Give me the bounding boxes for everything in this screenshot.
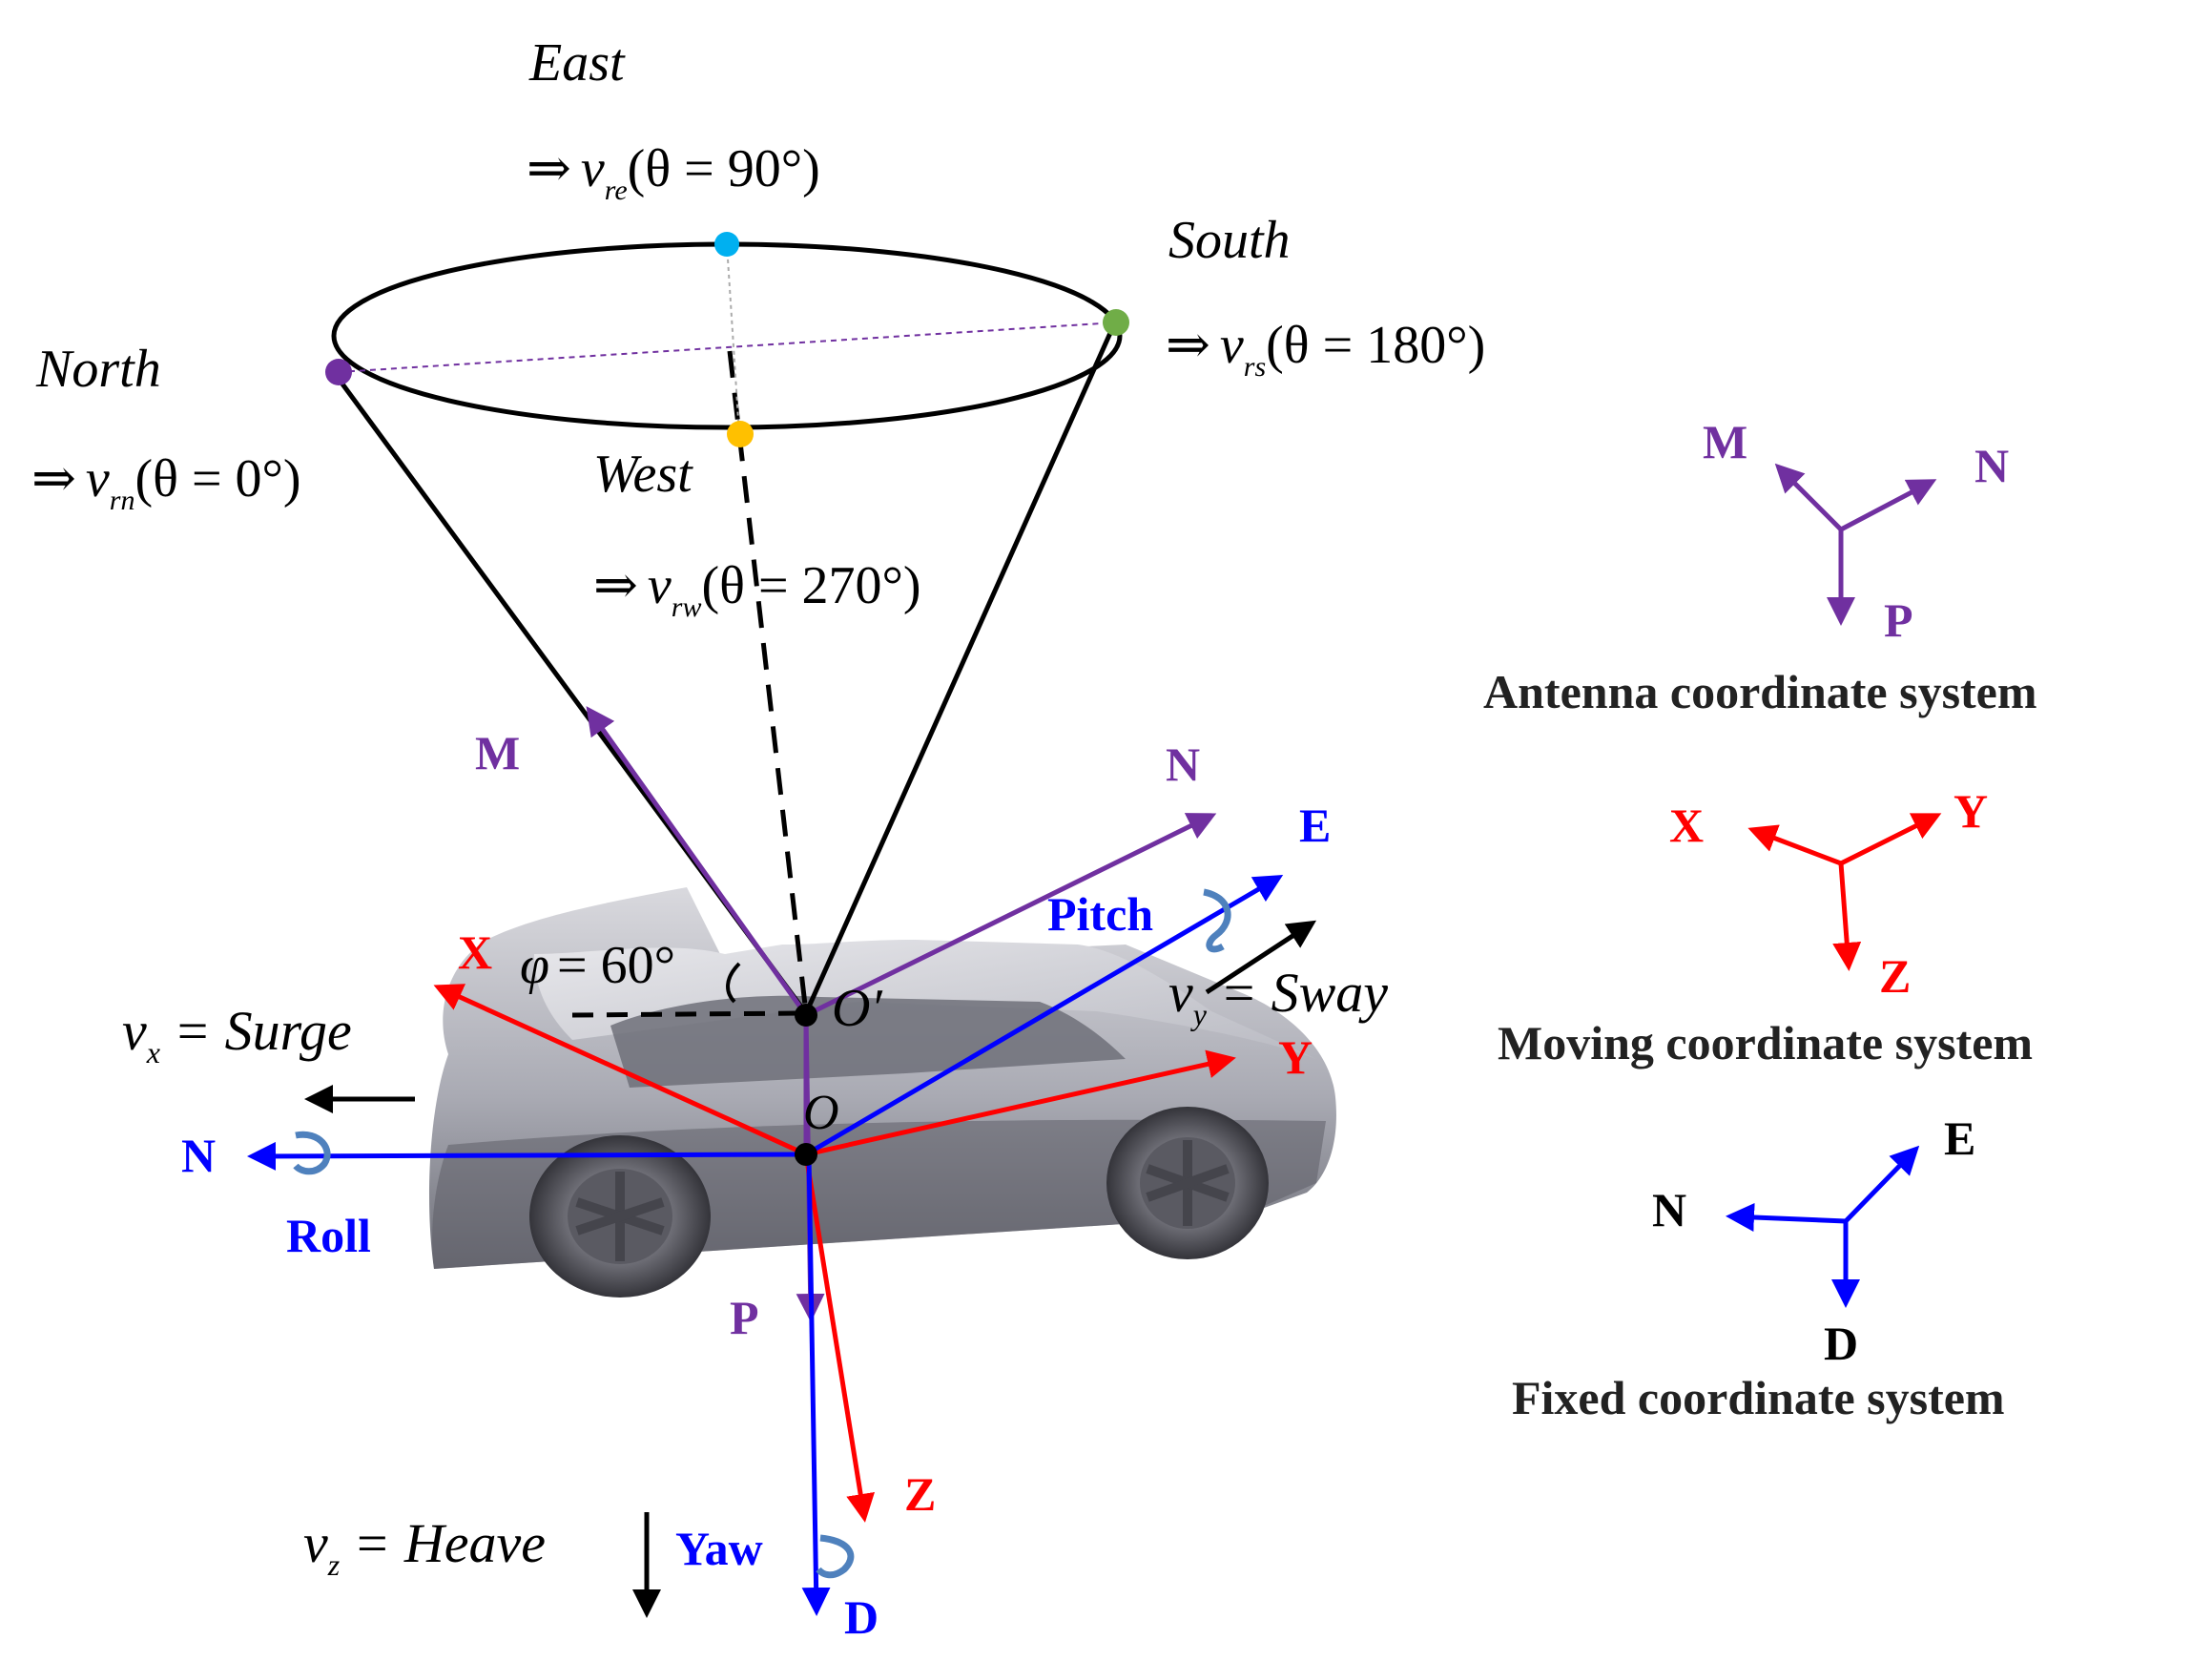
roll-label: Roll bbox=[286, 1209, 371, 1262]
o-prime-label: O′ bbox=[832, 979, 882, 1038]
south-label: South bbox=[1168, 211, 1291, 270]
south-point bbox=[1103, 309, 1129, 336]
e-axis bbox=[804, 874, 1284, 1157]
north-south-guide bbox=[338, 322, 1117, 373]
west-point bbox=[727, 421, 754, 447]
legend-antenna-title: Antenna coordinate system bbox=[1483, 665, 2037, 718]
z-axis-label: Z bbox=[904, 1467, 936, 1521]
heave-label: vz= Heave bbox=[303, 1512, 546, 1582]
west-label: West bbox=[593, 445, 693, 504]
n-antenna-axis bbox=[804, 813, 1217, 1018]
d-axis-label: D bbox=[844, 1590, 879, 1644]
z-axis bbox=[803, 1153, 876, 1523]
surge-label: vx= Surge bbox=[122, 1000, 352, 1069]
pitch-label: Pitch bbox=[1047, 887, 1153, 941]
p-axis-label: P bbox=[730, 1291, 759, 1344]
moving-axes bbox=[433, 984, 1236, 1523]
m-axis-label: M bbox=[475, 726, 520, 779]
legend-antenna-m: M bbox=[1703, 415, 1747, 468]
legend-fixed-n: N bbox=[1652, 1183, 1686, 1236]
n-fixed-axis bbox=[247, 1141, 807, 1171]
sway-label: vy= Sway bbox=[1168, 962, 1388, 1031]
roll-rotation-icon bbox=[293, 1131, 331, 1175]
angle-arc bbox=[726, 962, 741, 1004]
o-prime-point bbox=[795, 1004, 817, 1027]
o-label: O bbox=[803, 1086, 839, 1140]
north-velocity-formula: ⇒vrn(θ = 0°) bbox=[31, 449, 301, 516]
fixed-axes bbox=[247, 874, 1284, 1616]
x-axis-label: X bbox=[458, 925, 492, 979]
legend-fixed-axes bbox=[1726, 1145, 1920, 1308]
legend-fixed-e: E bbox=[1944, 1111, 1975, 1165]
east-velocity-formula: ⇒vre(θ = 90°) bbox=[527, 139, 820, 206]
e-axis-label: E bbox=[1299, 799, 1331, 852]
d-axis bbox=[801, 1153, 831, 1616]
rear-wheel bbox=[1106, 1107, 1269, 1259]
legend-fixed-title: Fixed coordinate system bbox=[1512, 1371, 2005, 1424]
east-west-guide bbox=[726, 243, 740, 435]
sway-arrow bbox=[1205, 920, 1317, 995]
x-axis bbox=[433, 984, 808, 1157]
angle-label: φ= 60° bbox=[520, 936, 675, 995]
n-fixed-axis-label: N bbox=[181, 1129, 216, 1182]
legend-antenna-n: N bbox=[1974, 439, 2009, 492]
east-point bbox=[714, 232, 739, 257]
cone-axis-dashed bbox=[727, 350, 809, 1014]
angle-reference-line bbox=[571, 1010, 802, 1018]
cone-right-edge bbox=[803, 322, 1117, 1015]
o-point bbox=[795, 1143, 817, 1166]
front-wheel bbox=[529, 1135, 711, 1298]
west-velocity-formula: ⇒vrw(θ = 270°) bbox=[593, 556, 921, 623]
legend-moving-z: Z bbox=[1879, 949, 1911, 1003]
south-velocity-formula: ⇒vrs(θ = 180°) bbox=[1166, 316, 1485, 383]
legend-moving-x: X bbox=[1669, 799, 1704, 852]
north-point bbox=[325, 359, 352, 385]
car-window bbox=[610, 995, 1126, 1088]
antenna-cone bbox=[325, 232, 1129, 1015]
cone-rim bbox=[331, 241, 1123, 430]
car-image bbox=[429, 887, 1336, 1298]
legend-antenna-axes bbox=[1774, 463, 1937, 626]
north-label: North bbox=[35, 340, 161, 399]
legend-antenna-p: P bbox=[1884, 593, 1913, 647]
y-axis-label: Y bbox=[1278, 1030, 1313, 1084]
yaw-rotation-icon bbox=[816, 1534, 855, 1579]
yaw-label: Yaw bbox=[675, 1522, 763, 1575]
n-antenna-axis-label: N bbox=[1166, 737, 1200, 791]
legend-fixed-d: D bbox=[1824, 1317, 1858, 1370]
pitch-rotation-icon bbox=[1203, 888, 1231, 953]
east-label: East bbox=[528, 33, 626, 93]
legend-moving-y: Y bbox=[1954, 784, 1988, 838]
y-axis bbox=[805, 1049, 1236, 1157]
legend-moving-title: Moving coordinate system bbox=[1498, 1016, 2033, 1069]
legend-moving-axes bbox=[1747, 813, 1942, 971]
m-axis bbox=[586, 706, 809, 1017]
